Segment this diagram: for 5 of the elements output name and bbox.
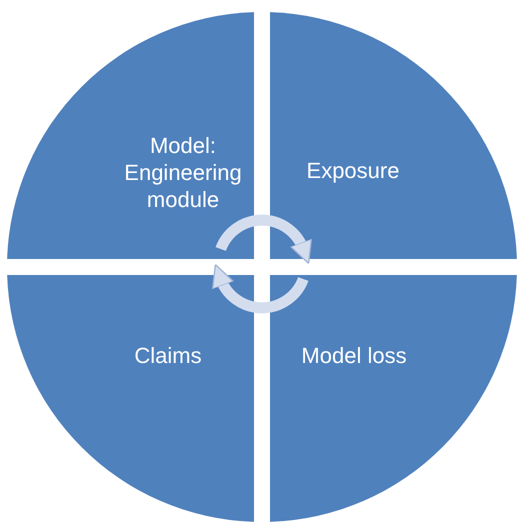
segment-label: Model loss: [300, 342, 408, 368]
segment-label: Model: Engineering module: [123, 132, 243, 212]
segment-label: Exposure: [306, 156, 400, 184]
circular-arrow: [212, 264, 308, 314]
segment-label: Claims: [133, 342, 203, 368]
